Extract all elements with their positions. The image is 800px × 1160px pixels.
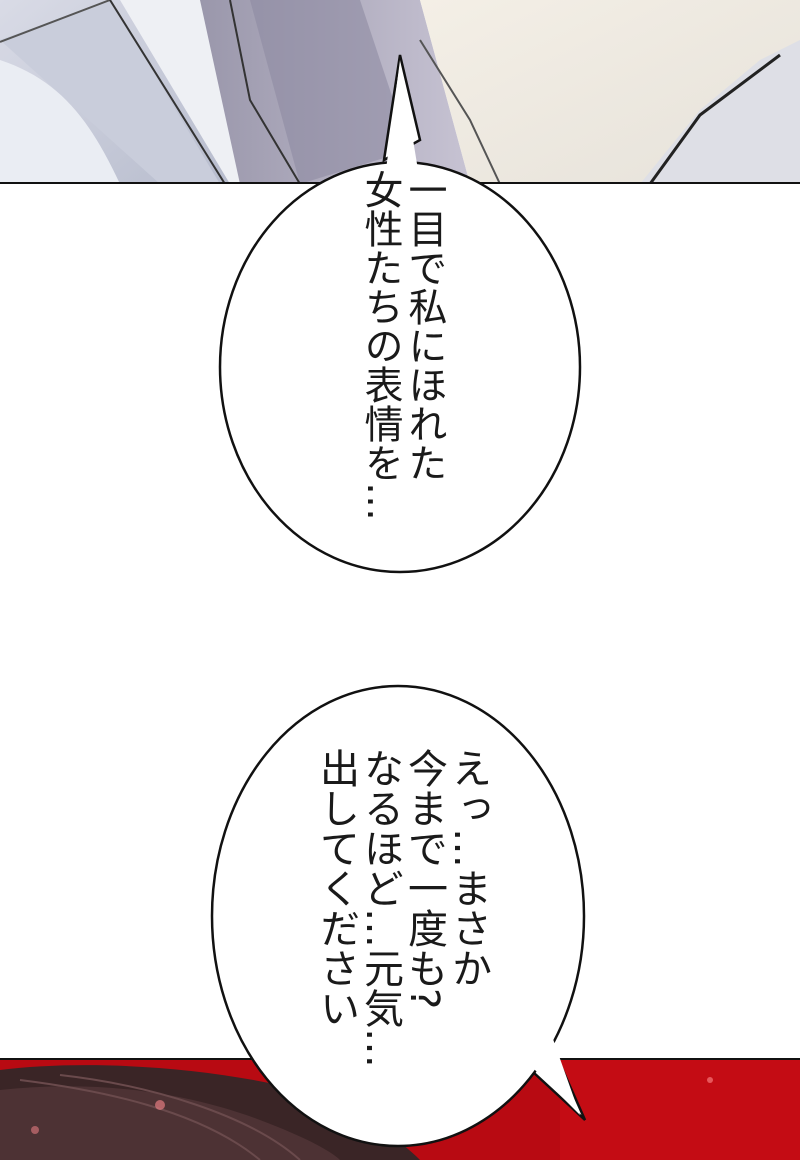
top-panel-artwork bbox=[0, 0, 800, 184]
bubble2-line: なるほど…元気… bbox=[357, 748, 403, 1068]
speech-bubble-1-text: 一目で私にほれた 女性たちの表情を… bbox=[358, 170, 447, 521]
red-hair-illustration bbox=[0, 1060, 800, 1160]
bubble2-line: 出してください bbox=[313, 748, 359, 1028]
clothing-illustration bbox=[0, 0, 800, 184]
bubble1-line: 女性たちの表情を… bbox=[358, 170, 403, 521]
bubble2-line: 今まで一度も? bbox=[401, 748, 447, 1010]
speech-bubble-2-text: えっ…まさか 今まで一度も? なるほど…元気… 出してください bbox=[313, 748, 491, 1068]
bottom-panel-artwork bbox=[0, 1060, 800, 1160]
bubble1-line: 一目で私にほれた bbox=[402, 170, 447, 482]
bubble2-line: えっ…まさか bbox=[445, 748, 491, 988]
